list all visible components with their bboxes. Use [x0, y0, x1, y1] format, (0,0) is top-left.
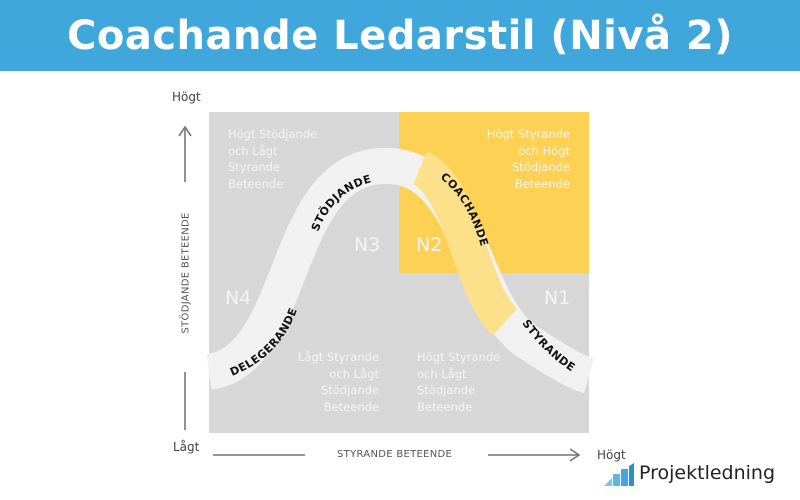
- projektledning-logo: Projektledning: [603, 462, 775, 484]
- y-axis-low-label: Lågt: [173, 440, 200, 454]
- x-axis-high-label: Högt: [597, 448, 626, 462]
- coachande-curve-segment: [411, 151, 519, 336]
- y-axis-arrowhead-icon: [178, 125, 192, 137]
- quadrant-line: och Lågt: [228, 143, 278, 158]
- level-n4-label: N4: [225, 287, 252, 309]
- quadrant-bottom-right-text: Högt Styrande och Lågt Stödjande Beteend…: [417, 349, 500, 415]
- quadrant-line: och Lågt: [417, 366, 467, 381]
- logo-text: Projektledning: [639, 462, 776, 484]
- quadrant-line: Stödjande: [511, 160, 570, 174]
- quadrant-line: Styrande: [228, 160, 281, 174]
- quadrant-top-right-text: Högt Styrande och Högt Stödjande Beteend…: [470, 126, 570, 192]
- y-axis-high-label: Högt: [172, 90, 201, 104]
- quadrant-line: Beteende: [514, 176, 570, 191]
- quadrant-bottom-left-text: Lågt Styrande och Lågt Stödjande Beteend…: [280, 349, 379, 415]
- level-n3-label: N3: [354, 234, 381, 256]
- quadrant-line: och Lågt: [329, 366, 379, 381]
- x-axis-title: STYRANDE BETEENDE: [337, 449, 453, 460]
- logo-bars-icon: [604, 463, 634, 486]
- x-axis-arrowhead-icon: [569, 448, 581, 462]
- level-n1-label: N1: [544, 287, 571, 309]
- quadrant-line: Stödjande: [417, 383, 476, 397]
- quadrant-line: och Högt: [518, 143, 570, 158]
- quadrant-line: Högt Styrande: [486, 127, 570, 141]
- y-axis-title: STÖDJANDE BETEENDE: [180, 212, 192, 334]
- page-title: Coachande Ledarstil (Nivå 2): [67, 12, 733, 59]
- level-n2-label: N2: [416, 234, 443, 256]
- quadrant-line: Lågt Styrande: [298, 350, 379, 364]
- quadrant-line: Stödjande: [320, 383, 379, 397]
- title-banner: Coachande Ledarstil (Nivå 2): [0, 0, 800, 71]
- quadrant-line: Högt Stödjande: [228, 127, 318, 141]
- quadrant-line: Beteende: [228, 176, 284, 191]
- quadrant-top-left-text: Högt Stödjande och Lågt Styrande Beteend…: [228, 126, 317, 192]
- quadrant-line: Beteende: [323, 399, 379, 414]
- quadrant-line: Beteende: [417, 399, 473, 414]
- quadrant-line: Högt Styrande: [417, 350, 501, 364]
